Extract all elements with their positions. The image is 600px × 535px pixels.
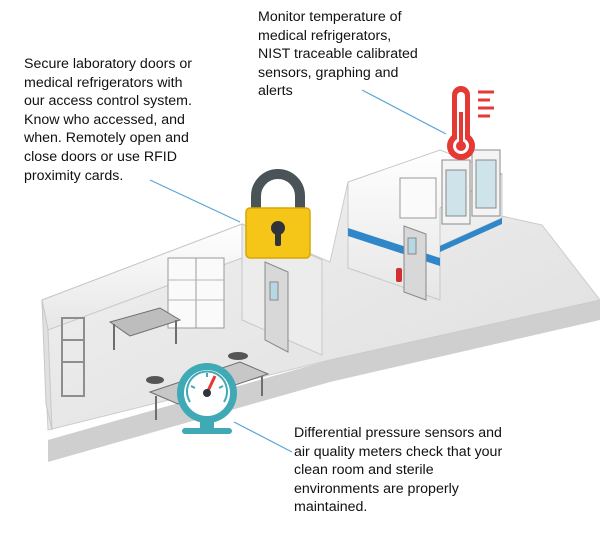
leader-lines xyxy=(149,89,447,453)
thermometer-icon xyxy=(447,86,494,160)
pressure-gauge-icon xyxy=(177,363,237,434)
clean-room xyxy=(347,149,504,301)
temperature-monitoring-callout: Monitor temperature of medical refrigera… xyxy=(258,9,418,100)
access-leader-line xyxy=(149,179,241,223)
temperature-leader-line xyxy=(361,89,447,135)
access-control-callout: Secure laboratory doors or medical refri… xyxy=(24,56,192,184)
padlock-icon xyxy=(245,169,311,259)
pressure-monitoring-callout: Differential pressure sensors and air qu… xyxy=(294,425,503,516)
pressure-leader-line xyxy=(233,421,293,453)
